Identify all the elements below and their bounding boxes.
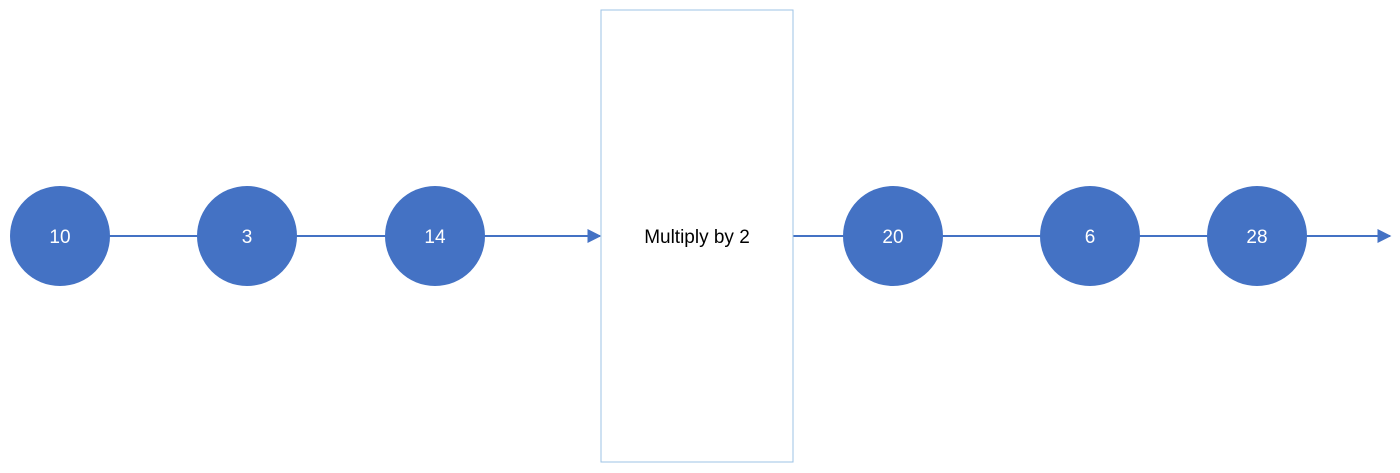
- process-label: Multiply by 2: [644, 227, 750, 248]
- output-node-circle: [1040, 186, 1140, 286]
- input-node-label: 3: [242, 227, 253, 248]
- process-box: [600, 9, 794, 463]
- output-node-label: 20: [882, 227, 903, 248]
- output-node: 6: [1040, 186, 1140, 286]
- input-node-circle: [385, 186, 485, 286]
- output-node-label: 28: [1246, 227, 1267, 248]
- output-node: 28: [1207, 186, 1307, 286]
- output-node: 20: [843, 186, 943, 286]
- input-node-circle: [10, 186, 110, 286]
- input-node: 3: [197, 186, 297, 286]
- input-node: 14: [385, 186, 485, 286]
- input-node: 10: [10, 186, 110, 286]
- input-node-circle: [197, 186, 297, 286]
- output-node-label: 6: [1085, 227, 1096, 248]
- input-node-label: 10: [49, 227, 70, 248]
- output-node-circle: [843, 186, 943, 286]
- input-node-label: 14: [424, 227, 446, 248]
- output-node-circle: [1207, 186, 1307, 286]
